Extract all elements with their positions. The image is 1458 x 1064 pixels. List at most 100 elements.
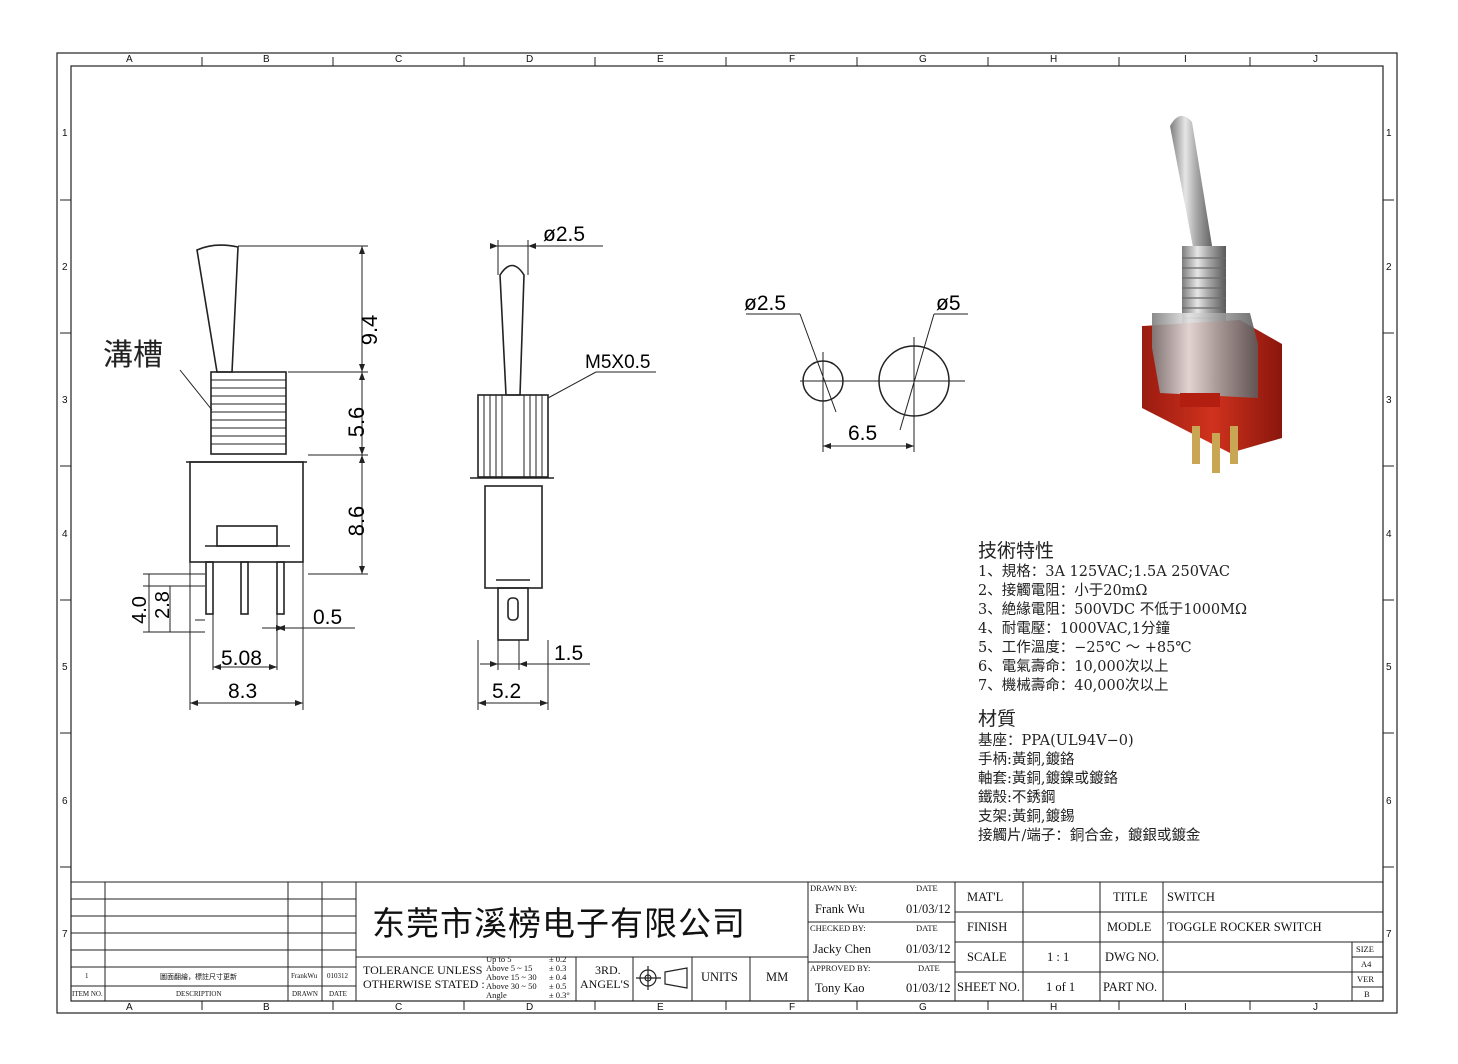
drawn-by-label: DRAWN BY: (810, 883, 857, 893)
tolerance-line-2: OTHERWISE STATED : (363, 977, 485, 991)
drawn-date-label: DATE (916, 883, 938, 893)
zone-col-d-bottom: D (526, 1002, 534, 1013)
rev-date: 010312 (327, 972, 348, 980)
zone-row-6-right: 6 (1386, 796, 1392, 807)
product-photo (1142, 115, 1282, 473)
approved-date-label: DATE (918, 963, 940, 973)
front-dim-handle-dia: ø2.5 (543, 223, 585, 246)
side-dim-pin-pitch: 5.08 (221, 647, 262, 670)
rev-drawn: FrankWu (291, 972, 318, 980)
front-dim-thread: M5X0.5 (585, 352, 650, 373)
tech-item-3: 3、絶緣電阻：500VDC 不低于1000MΩ (978, 602, 1247, 618)
size-label: SIZE (1356, 944, 1374, 954)
tolerance-range-3: Above 15 ~ 30 (486, 972, 537, 982)
rev-header-item: ITEM NO. (72, 990, 103, 998)
rev-header-drawn: DRAWN (292, 990, 318, 998)
scale-value: 1 : 1 (1047, 950, 1070, 964)
cutout-dim-spacing: 6.5 (848, 422, 877, 445)
tech-item-2: 2、接觸電阻：小于20mΩ (978, 583, 1148, 599)
title-label: TITLE (1113, 890, 1148, 904)
tolerance-range-1: Up to 5 (486, 954, 512, 964)
zone-col-e-bottom: E (657, 1002, 664, 1013)
modle-label: MODLE (1107, 920, 1152, 934)
zone-row-4: 4 (62, 529, 68, 540)
tech-item-5: 5、工作溫度：−25℃ ～ +85℃ (978, 640, 1192, 656)
units-value: MM (766, 970, 789, 984)
material-item-2: 手柄:黃銅,鍍鉻 (978, 752, 1075, 768)
modle-value: TOGGLE ROCKER SWITCH (1167, 920, 1322, 934)
title-value: SWITCH (1167, 890, 1215, 904)
zone-col-f: F (789, 54, 796, 65)
checked-date-label: DATE (916, 923, 938, 933)
side-dim-body: 8.6 (344, 506, 369, 537)
third-angle-projection-icon (636, 966, 688, 990)
material-item-5: 支架:黃銅,鍍錫 (978, 809, 1075, 825)
zone-col-f-bottom: F (789, 1002, 796, 1013)
company-name: 东莞市溪榜电子有限公司 (372, 904, 746, 943)
matl-label: MAT'L (967, 890, 1004, 904)
tolerance-range-2: Above 5 ~ 15 (486, 963, 533, 973)
zone-col-i-bottom: I (1184, 1002, 1187, 1013)
tech-item-1: 1、規格：3A 125VAC;1.5A 250VAC (978, 564, 1231, 580)
zone-row-3-right: 3 (1386, 395, 1392, 406)
material-heading: 材質 (978, 708, 1017, 730)
units-label: UNITS (701, 970, 738, 984)
projection-line-2: ANGEL'S (580, 977, 630, 991)
approved-date: 01/03/12 (906, 981, 951, 995)
zone-row-6: 6 (62, 796, 68, 807)
zone-col-e: E (657, 54, 664, 65)
zone-col-j: J (1313, 54, 1318, 65)
zone-row-2: 2 (62, 262, 68, 273)
side-dim-width: 8.3 (228, 680, 257, 703)
finish-label: FINISH (967, 920, 1008, 934)
zone-row-1-right: 1 (1386, 128, 1392, 139)
tech-heading: 技術特性 (978, 540, 1055, 562)
side-dim-bushing: 5.6 (344, 407, 369, 438)
tolerance-value-5: ± 0.3° (549, 990, 570, 1000)
drawn-date: 01/03/12 (906, 902, 951, 916)
sheet-value: 1 of 1 (1046, 980, 1076, 994)
part-no-label: PART NO. (1103, 980, 1158, 994)
zone-col-j-bottom: J (1313, 1002, 1318, 1013)
zone-col-c-bottom: C (395, 1002, 403, 1013)
front-dim-pin-width: 1.5 (554, 642, 583, 665)
tolerance-line-1: TOLERANCE UNLESS (363, 963, 483, 977)
material-item-3: 軸套:黃銅,鍍鎳或鍍鉻 (978, 771, 1118, 787)
material-item-1: 基座：PPA(UL94V−0) (978, 733, 1134, 749)
rev-header-desc: DESCRIPTION (176, 990, 222, 998)
tech-item-4: 4、耐電壓：1000VAC,1分鐘 (978, 621, 1170, 637)
zone-row-7-right: 7 (1386, 929, 1392, 940)
zone-col-g-bottom: G (919, 1002, 927, 1013)
rev-header-date: DATE (329, 990, 347, 998)
dwg-no-label: DWG NO. (1105, 950, 1160, 964)
zone-row-7: 7 (62, 929, 68, 940)
rev-item-no: 1 (85, 972, 89, 980)
zone-row-4-right: 4 (1386, 529, 1392, 540)
scale-label: SCALE (967, 950, 1007, 964)
zone-col-g: G (919, 54, 927, 65)
cutout-dim-small-hole: ø2.5 (744, 292, 786, 315)
approved-by-label: APPROVED BY: (810, 963, 871, 973)
checked-by-name: Jacky Chen (813, 942, 871, 956)
projection-line-1: 3RD. (595, 963, 621, 977)
zone-row-2-right: 2 (1386, 262, 1392, 273)
material-item-4: 鐵殼:不銹鋼 (978, 790, 1056, 806)
zone-col-h: H (1050, 54, 1058, 65)
tolerance-value-2: ± 0.3 (549, 963, 567, 973)
rev-description: 圖面翻繪，標註尺寸更新 (160, 973, 237, 981)
side-dim-pin-thickness: 0.5 (313, 606, 342, 629)
ver-value: B (1364, 989, 1370, 999)
zone-col-i: I (1184, 54, 1187, 65)
tolerance-value-4: ± 0.5 (549, 981, 567, 991)
side-dim-pin-inner: 2.8 (152, 591, 174, 619)
zone-row-1: 1 (62, 128, 68, 139)
zone-col-b: B (263, 54, 270, 65)
tolerance-range-5: Angle (486, 990, 507, 1000)
groove-label: 溝槽 (103, 338, 163, 373)
sheet-label: SHEET NO. (957, 980, 1020, 994)
tolerance-value-1: ± 0.2 (549, 954, 567, 964)
